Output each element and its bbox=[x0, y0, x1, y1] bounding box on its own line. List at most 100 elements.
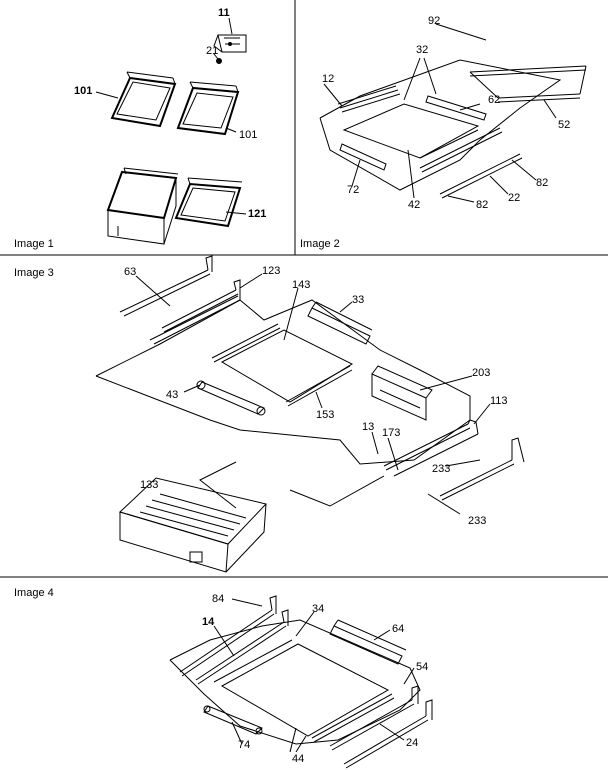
leader-24 bbox=[379, 723, 405, 741]
crisper-drawer-drawing bbox=[106, 167, 179, 245]
assembly-outline-3 bbox=[95, 299, 471, 465]
image2-parts: 92 32 12 62 52 72 42 82 22 82 bbox=[319, 15, 587, 211]
leader-153 bbox=[315, 391, 323, 409]
label-52: 52 bbox=[558, 119, 570, 131]
leader-233b-line bbox=[427, 493, 461, 515]
leader-173 bbox=[387, 437, 399, 471]
leader-143 bbox=[283, 287, 299, 341]
label-64: 64 bbox=[392, 623, 404, 635]
label-13: 13 bbox=[362, 421, 374, 433]
rail-54-drawing bbox=[329, 685, 433, 769]
leader-64 bbox=[373, 629, 391, 641]
shelf-right-drawing bbox=[176, 81, 240, 136]
label-43: 43 bbox=[166, 389, 178, 401]
leader-52 bbox=[543, 99, 557, 119]
label-21: 21 bbox=[206, 45, 218, 57]
glass-shelf-143-drawing bbox=[211, 323, 354, 403]
glass-shelf-44-drawing bbox=[213, 639, 390, 737]
leader-72 bbox=[351, 159, 361, 187]
shelf-left-drawing bbox=[110, 71, 177, 128]
trim-33-drawing bbox=[307, 301, 373, 345]
rod-24-drawing bbox=[311, 693, 395, 743]
leader-121 bbox=[225, 211, 247, 215]
leader-11 bbox=[228, 17, 233, 35]
label-133: 133 bbox=[140, 479, 158, 491]
leader-62 bbox=[459, 103, 481, 111]
rail-84-drawing bbox=[179, 595, 289, 685]
rod-153-drawing bbox=[285, 365, 353, 407]
label-74: 74 bbox=[238, 739, 250, 751]
bracket-203-drawing bbox=[371, 365, 433, 421]
leader-123 bbox=[239, 273, 263, 289]
rail-63-drawing bbox=[119, 255, 241, 345]
leader-32b bbox=[423, 57, 437, 95]
leader-92 bbox=[435, 23, 487, 41]
label-153: 153 bbox=[316, 409, 334, 421]
label-82a: 82 bbox=[476, 199, 488, 211]
label-233a: 233 bbox=[432, 463, 450, 475]
assembly-outline-4 bbox=[169, 619, 421, 745]
rail-92-drawing bbox=[469, 65, 587, 103]
leader-32a bbox=[403, 57, 421, 101]
trim-62-drawing bbox=[425, 95, 487, 121]
leader-203 bbox=[419, 375, 473, 391]
leader-13 bbox=[371, 431, 379, 455]
panel-title-4: Image 4 bbox=[14, 587, 54, 599]
label-62: 62 bbox=[488, 94, 500, 106]
leader-22 bbox=[489, 175, 509, 195]
panel-title-3: Image 3 bbox=[14, 267, 54, 279]
screw-drawing bbox=[216, 58, 222, 64]
assembly-outline bbox=[319, 59, 562, 191]
panel-title-2: Image 2 bbox=[300, 238, 340, 250]
label-113: 113 bbox=[490, 395, 508, 407]
label-14: 14 bbox=[202, 616, 215, 628]
leader-12 bbox=[323, 83, 343, 107]
panel-title-1: Image 1 bbox=[14, 238, 54, 250]
leader-43 bbox=[183, 384, 201, 393]
label-11: 11 bbox=[218, 7, 230, 19]
leader-101b bbox=[225, 127, 237, 133]
panel-borders bbox=[0, 0, 608, 578]
leader-44a bbox=[289, 727, 297, 753]
rail-113-drawing bbox=[383, 419, 525, 501]
label-143: 143 bbox=[292, 279, 310, 291]
label-22: 22 bbox=[508, 192, 520, 204]
drawer-outline-connector bbox=[199, 461, 237, 509]
image1-parts: 11 21 101 101 121 bbox=[74, 7, 266, 245]
leader-54 bbox=[403, 667, 415, 685]
leader-82b bbox=[511, 159, 537, 181]
crisper-drawer-133-drawing bbox=[119, 477, 267, 573]
leader-84 bbox=[231, 598, 263, 607]
rail-12-drawing bbox=[337, 85, 401, 113]
label-34: 34 bbox=[312, 603, 324, 615]
label-54: 54 bbox=[416, 661, 428, 673]
label-173: 173 bbox=[382, 427, 400, 439]
label-72: 72 bbox=[347, 184, 359, 196]
drawer-outline-connector-2 bbox=[289, 475, 385, 507]
label-33: 33 bbox=[352, 294, 364, 306]
crisper-cover-drawing bbox=[174, 177, 243, 228]
trim-64-drawing bbox=[329, 619, 407, 665]
label-24: 24 bbox=[406, 737, 418, 749]
rail-22-drawing bbox=[419, 127, 523, 199]
label-121: 121 bbox=[248, 208, 266, 220]
label-32: 32 bbox=[416, 44, 428, 56]
label-92: 92 bbox=[428, 15, 440, 27]
leader-21 bbox=[213, 53, 219, 60]
image4-parts: 84 34 14 64 54 74 44 24 bbox=[169, 593, 433, 769]
label-42: 42 bbox=[408, 199, 420, 211]
trim-43-drawing bbox=[196, 380, 266, 416]
leader-34 bbox=[295, 611, 315, 637]
label-44: 44 bbox=[292, 753, 304, 765]
dairy-bin-drawing bbox=[213, 34, 247, 53]
label-233b: 233 bbox=[468, 515, 486, 527]
leader-233a bbox=[445, 459, 481, 467]
glass-shelf-drawing bbox=[342, 103, 480, 159]
label-203: 203 bbox=[472, 367, 490, 379]
trim-72-drawing bbox=[339, 143, 387, 171]
leader-82a bbox=[447, 195, 475, 203]
leader-101a bbox=[95, 91, 119, 99]
label-101a: 101 bbox=[74, 85, 92, 97]
